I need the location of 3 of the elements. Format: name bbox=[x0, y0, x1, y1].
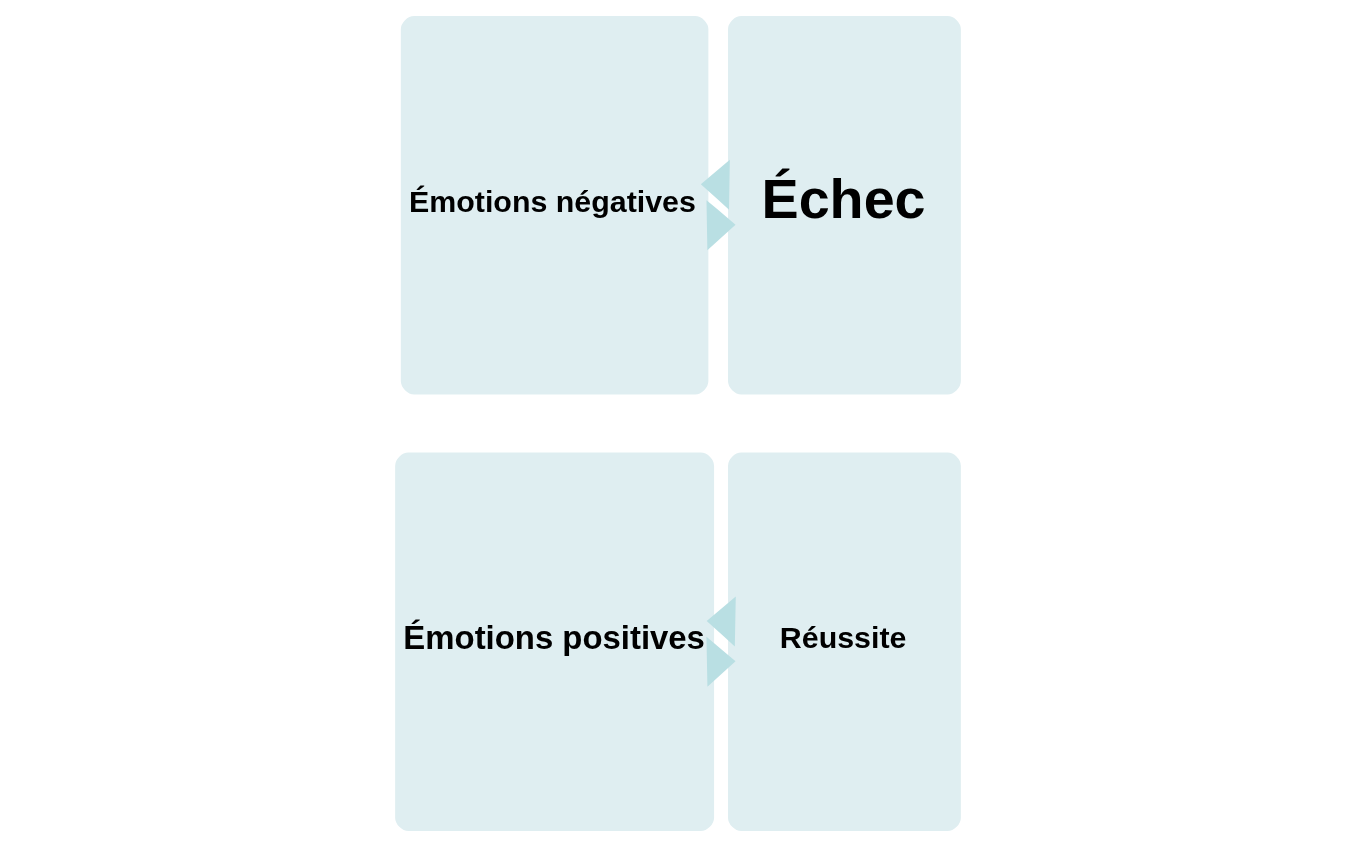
arrow bbox=[706, 199, 736, 250]
arrow bbox=[706, 636, 736, 687]
arrow bbox=[706, 595, 736, 646]
